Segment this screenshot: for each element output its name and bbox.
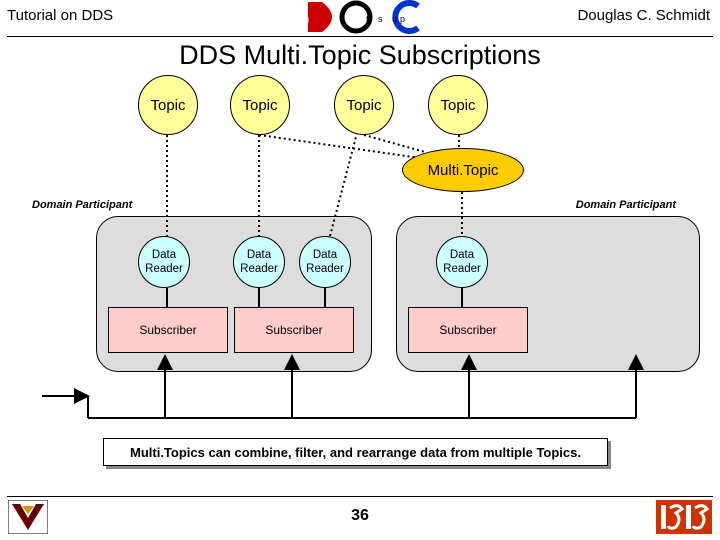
data-reader-3-line1: Data	[312, 249, 338, 261]
logo-letter-s: s	[378, 14, 383, 24]
topic-4: Topic	[428, 75, 488, 135]
data-reader-1-line1: Data	[151, 249, 177, 261]
header-right: Douglas C. Schmidt	[577, 7, 710, 24]
link-topic3-reader3	[329, 132, 358, 237]
page-number: 36	[351, 507, 369, 524]
header-rule	[7, 36, 713, 37]
link-topic2-multitopic	[258, 134, 421, 159]
domain-participant-label-left: Domain Participant	[32, 199, 133, 211]
logo-letter-g: g	[304, 14, 309, 24]
logo-letter-u: u	[392, 14, 397, 24]
doc-logo-graphic: g r f s u p	[304, 0, 420, 34]
vanderbilt-logo	[7, 499, 49, 535]
topic-1: Topic	[138, 75, 198, 135]
logo-letter-f: f	[366, 14, 369, 24]
logo-letter-p: p	[400, 14, 405, 24]
subscriber-3: Subscriber	[408, 307, 528, 353]
topic-2: Topic	[230, 75, 290, 135]
caption: Multi.Topics can combine, filter, and re…	[103, 438, 608, 466]
data-reader-1-line2: Reader	[145, 263, 183, 275]
subscriber-2: Subscriber	[234, 307, 354, 353]
doc-logo: g r f s u p	[300, 0, 425, 36]
header-left: Tutorial on DDS	[7, 7, 114, 24]
data-reader-4-line1: Data	[449, 249, 475, 261]
subscriber-1: Subscriber	[108, 307, 228, 353]
data-reader-2-line1: Data	[246, 249, 272, 261]
data-reader-4-line2: Reader	[443, 263, 481, 275]
data-reader-3-line2: Reader	[306, 263, 344, 275]
logo-letter-r: r	[340, 14, 343, 24]
link-topic3-multitopic	[363, 134, 426, 153]
vanderbilt-logo-graphic	[7, 499, 49, 535]
footer-rule	[7, 496, 713, 497]
data-reader-2-line2: Reader	[240, 263, 278, 275]
isis-logo	[656, 500, 712, 534]
multitopic: Multi.Topic	[402, 148, 524, 192]
isis-logo-graphic	[656, 500, 712, 534]
page-title: DDS Multi.Topic Subscriptions	[179, 40, 541, 70]
domain-participant-label-right: Domain Participant	[575, 199, 676, 211]
topic-3: Topic	[334, 75, 394, 135]
